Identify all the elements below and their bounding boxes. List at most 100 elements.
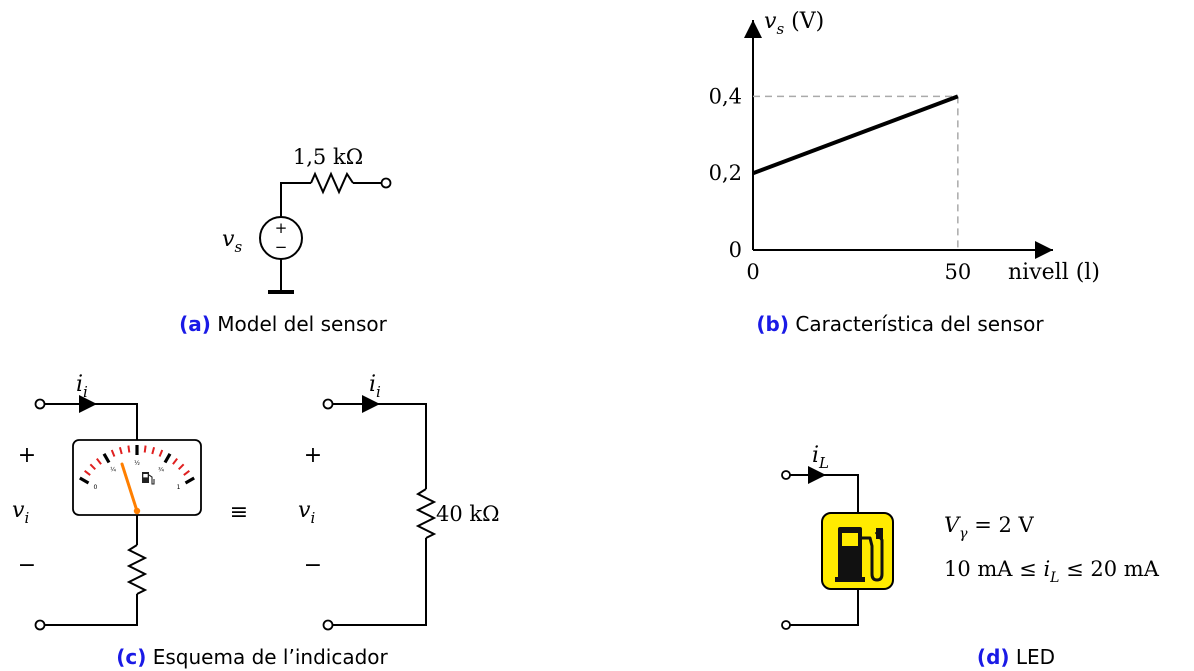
- wire-right-bottom: [333, 538, 427, 626]
- voltage-label-left-symbol: v: [12, 498, 25, 523]
- gauge-ticks: [79, 445, 195, 485]
- caption-a: (a) Model del sensor: [179, 312, 388, 336]
- resistor-value-label: 1,5 kΩ: [293, 145, 363, 169]
- voltage-label-right: vi: [298, 498, 315, 527]
- gauge-scale-marks: 0 ¼ ½ ¾ 1: [94, 460, 181, 491]
- caption-c-label: (c): [116, 645, 146, 669]
- voltage-label-right-sub: i: [310, 509, 315, 527]
- voltage-label-left: vi: [12, 498, 29, 527]
- terminal-bottom-right: [322, 619, 334, 631]
- caption-b-label: (b): [756, 312, 789, 336]
- gauge-tick: [127, 445, 131, 453]
- current-label-left-symbol: i: [76, 372, 83, 397]
- equivalent-resistor-value: 40 kΩ: [436, 502, 500, 526]
- gauge-tick: [183, 470, 190, 476]
- y-tick-label: 0,4: [709, 84, 742, 108]
- led-wire-top: [826, 474, 859, 513]
- terminal-top-right: [322, 398, 334, 410]
- current-range-spec: 10 mA ≤ iL ≤ 20 mA: [944, 557, 1160, 586]
- gauge-tick: [89, 463, 96, 470]
- voltage-label-right-symbol: v: [298, 498, 311, 523]
- vgamma-space: [968, 513, 975, 537]
- led-terminal-bottom: [781, 620, 791, 630]
- vgamma-symbol: V: [944, 513, 961, 537]
- gauge-mark-label: 0: [94, 484, 98, 491]
- y-axis-label-space: [784, 9, 791, 34]
- led-current-label-sub: L: [818, 454, 829, 472]
- y-tick-label: 0: [729, 238, 742, 262]
- current-label-right-symbol: i: [369, 372, 376, 397]
- gauge-resistor-symbol: [126, 544, 148, 595]
- gauge-tick: [110, 449, 116, 457]
- source-label: vs: [222, 227, 242, 256]
- minus-left: −: [18, 553, 36, 578]
- gauge-tick: [79, 476, 90, 485]
- source-label-symbol: v: [222, 227, 235, 252]
- plus-left: +: [18, 443, 36, 468]
- panel-a-sensor-model: 1,5 kΩ + − vs (a) Model del sensor: [179, 145, 392, 336]
- y-axis-label-symbol: v: [764, 9, 777, 34]
- gauge-tick: [158, 449, 164, 457]
- terminal-top-left: [34, 398, 46, 410]
- panel-c-indicator: ii 0¼½¾1 + vi − ≡ ii 40 kΩ +: [12, 372, 500, 669]
- current-range-sub: L: [1049, 570, 1059, 586]
- plus-right: +: [304, 443, 322, 468]
- gauge-tick: [172, 458, 178, 465]
- led-current-label: iL: [812, 443, 829, 472]
- led-terminal-top: [781, 470, 791, 480]
- gauge-mark-label: ¾: [158, 466, 164, 473]
- resistor-symbol: [310, 171, 354, 195]
- current-label-right: ii: [369, 372, 381, 401]
- gauge-mark-label: ½: [134, 460, 140, 467]
- wire-right-top: [380, 403, 427, 489]
- y-axis-label-unit: (V): [791, 9, 824, 34]
- caption-d-label: (d): [977, 645, 1010, 669]
- source-label-sub: s: [234, 238, 242, 256]
- chart-guides: [753, 95, 959, 250]
- caption-d-text: LED: [1016, 645, 1055, 669]
- y-tick-labels: 00,20,4: [709, 84, 742, 262]
- vgamma-sub: γ: [959, 526, 968, 542]
- voltage-label-left-sub: i: [24, 509, 29, 527]
- gauge-pivot: [133, 507, 141, 515]
- gauge-mark-label: ¼: [110, 466, 116, 473]
- wire-left-bottom: [45, 594, 138, 626]
- chart-series: [752, 94, 959, 176]
- output-terminal: [380, 177, 392, 189]
- gauge-tick: [96, 458, 102, 465]
- x-axis-label: nivell (l): [1008, 260, 1100, 285]
- x-tick-label: 0: [746, 260, 759, 284]
- gauge-needle: [120, 462, 139, 513]
- equivalent-resistor-symbol: [415, 488, 437, 539]
- current-label-left-sub: i: [83, 383, 88, 401]
- vgamma-spec: Vγ = 2 V: [944, 513, 1035, 542]
- caption-a-label: (a): [179, 312, 211, 336]
- panel-d-led: iL Vγ = 2 V 10 mA ≤ iL ≤ 20 mA (d) LED: [781, 443, 1160, 669]
- y-axis-label: vs (V): [764, 9, 824, 38]
- gauge-tick: [178, 463, 185, 470]
- fuel-pump-icon: [821, 512, 894, 590]
- terminal-bottom-left: [34, 619, 46, 631]
- caption-d: (d) LED: [977, 645, 1055, 669]
- fuel-pump-icon: [142, 472, 155, 485]
- caption-a-text: Model del sensor: [217, 312, 387, 336]
- current-range-symbol: i: [1043, 557, 1050, 581]
- gauge-tick: [163, 453, 172, 464]
- series-line: [752, 94, 959, 176]
- caption-b-text: Característica del sensor: [795, 312, 1044, 336]
- vgamma-eq: = 2 V: [974, 513, 1034, 537]
- fuel-gauge: 0 ¼ ½ ¾ 1: [72, 439, 202, 516]
- equivalence-sign: ≡: [230, 500, 248, 525]
- gauge-tick: [118, 446, 123, 455]
- gauge-tick: [184, 476, 195, 485]
- gauge-tick: [84, 470, 91, 476]
- current-range-space-1: [1037, 557, 1044, 581]
- gauge-mark-label: 1: [177, 484, 181, 491]
- wire-left-top: [97, 403, 138, 440]
- current-range-right: ≤ 20 mA: [1066, 557, 1160, 581]
- source-minus-sign: −: [275, 238, 288, 256]
- current-label-left: ii: [76, 372, 88, 401]
